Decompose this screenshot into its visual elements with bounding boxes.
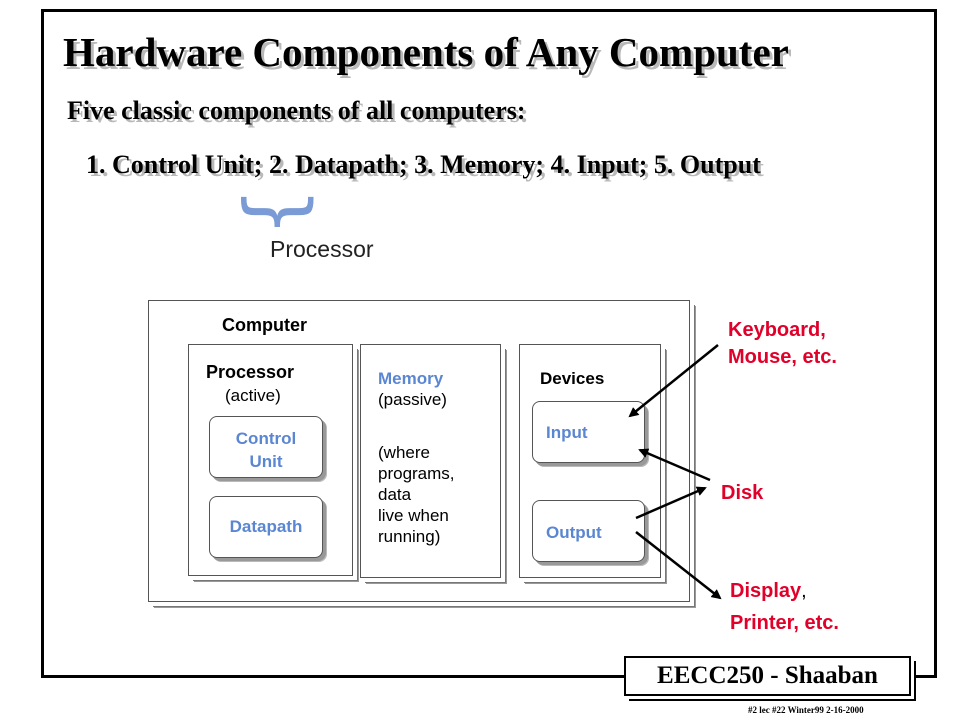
output-box <box>532 500 645 562</box>
slide-frame <box>41 9 937 678</box>
display-label-2: Printer, etc. <box>730 612 839 634</box>
brace-label: Processor <box>270 236 374 262</box>
control-unit-label-1: Control <box>235 429 297 448</box>
memory-line: (where <box>378 443 430 462</box>
memory-box <box>360 344 501 578</box>
footer-note: #2 lec #22 Winter99 2-16-2000 <box>748 705 864 715</box>
disk-input-arrow <box>638 448 711 482</box>
slide-title: Hardware Components of Any Computer <box>63 29 789 75</box>
computer-label: Computer <box>222 315 307 335</box>
input-box <box>532 401 645 463</box>
keyboard-arrow <box>628 344 719 418</box>
slide-subtitle: Five classic components of all computers… <box>67 96 526 125</box>
memory-line: data <box>378 485 412 504</box>
memory-line: (passive) <box>378 390 447 409</box>
keyboard-label-2: Mouse, etc. <box>728 346 837 368</box>
disk-label: Disk <box>721 482 764 504</box>
memory-line: running) <box>378 527 441 546</box>
processor-subtitle: (active) <box>225 386 281 405</box>
processor-title: Processor <box>206 362 295 382</box>
display-arrow <box>635 531 722 600</box>
memory-line: programs, <box>378 464 455 483</box>
display-label-comma: , <box>801 580 807 602</box>
control-unit-box <box>209 416 323 478</box>
datapath-label: Datapath <box>229 517 303 536</box>
disk-output-arrow <box>635 486 707 520</box>
output-label: Output <box>546 523 602 542</box>
input-label: Input <box>546 423 588 442</box>
datapath-box <box>209 496 323 558</box>
display-label-word: Display <box>730 580 802 602</box>
control-unit-label-2: Unit <box>249 452 283 471</box>
keyboard-label-1: Keyboard, <box>728 319 826 341</box>
display-label-1: Display, <box>730 578 807 604</box>
components-list: 1. Control Unit; 2. Datapath; 3. Memory;… <box>86 150 761 179</box>
footer-badge: EECC250 - Shaaban <box>624 656 911 696</box>
devices-title: Devices <box>540 369 605 388</box>
memory-line: live when <box>378 506 449 525</box>
memory-title: Memory <box>378 369 444 388</box>
